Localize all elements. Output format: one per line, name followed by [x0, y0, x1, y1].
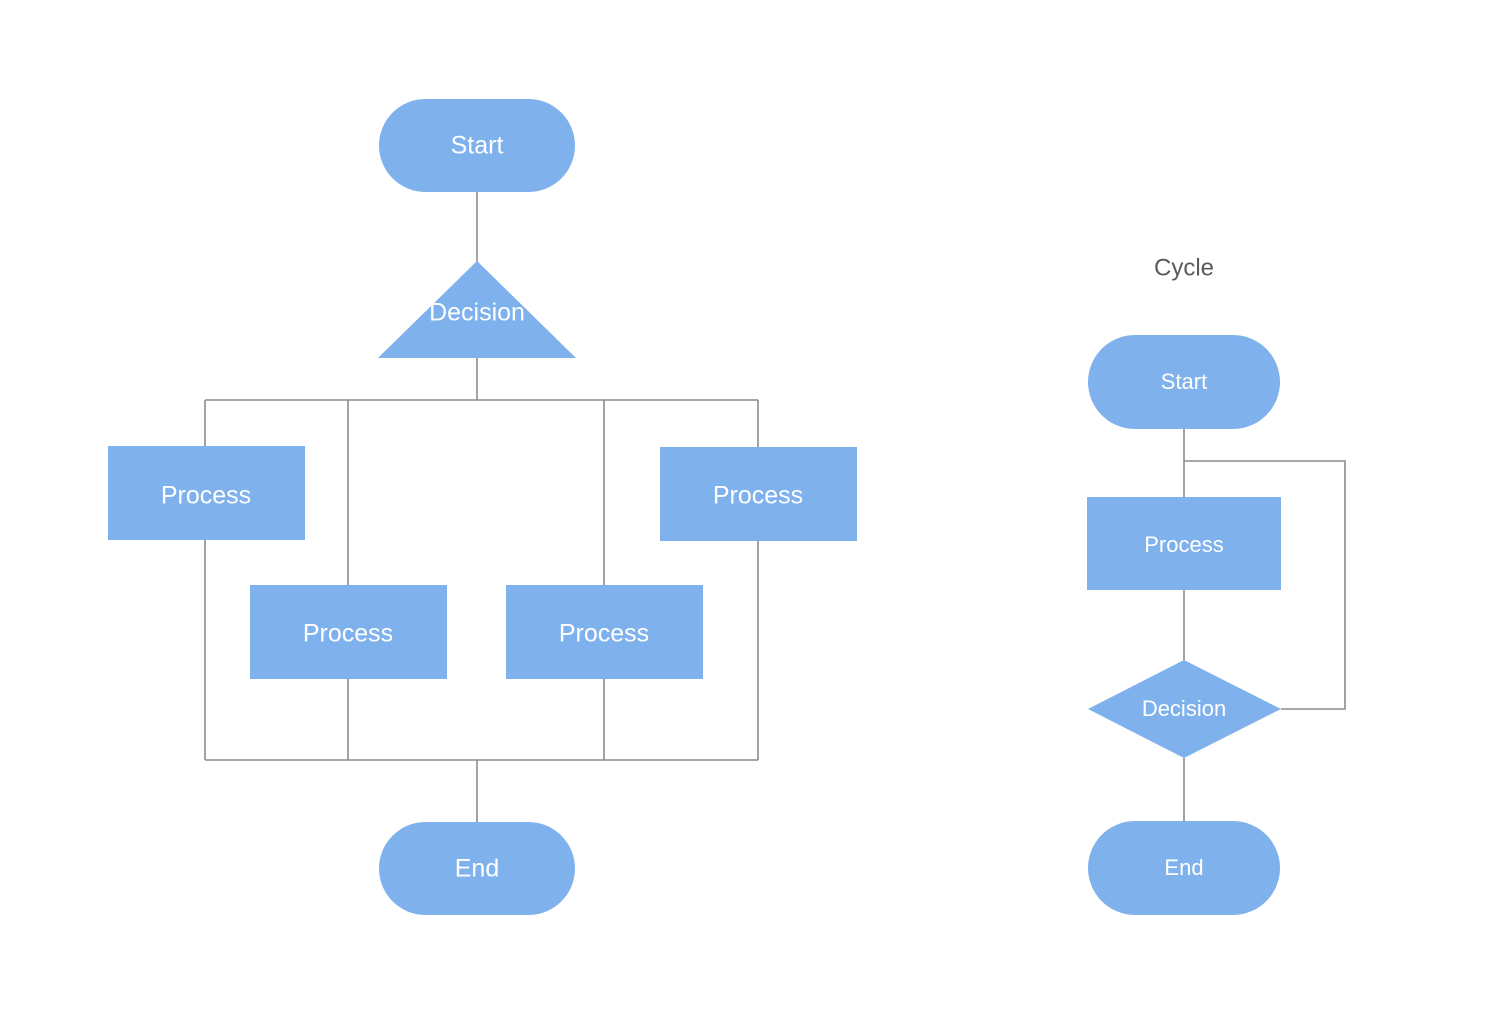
node-cycle-end[interactable]: End — [1088, 821, 1280, 915]
process-2-shape[interactable] — [250, 585, 447, 679]
cycle-start-shape[interactable] — [1088, 335, 1280, 429]
process-1-shape[interactable] — [108, 446, 305, 540]
node-process-1[interactable]: Process — [108, 446, 305, 540]
decision-triangle-shape[interactable] — [378, 261, 576, 358]
main-flowchart: Start Decision Process Process Process — [108, 99, 857, 915]
process-3-shape[interactable] — [506, 585, 703, 679]
cycle-end-shape[interactable] — [1088, 821, 1280, 915]
node-start[interactable]: Start — [379, 99, 575, 192]
node-cycle-start[interactable]: Start — [1088, 335, 1280, 429]
node-cycle-process[interactable]: Process — [1087, 497, 1281, 590]
node-process-4[interactable]: Process — [660, 447, 857, 541]
node-end[interactable]: End — [379, 822, 575, 915]
end-shape[interactable] — [379, 822, 575, 915]
cycle-connectors — [1183, 428, 1346, 822]
cycle-process-shape[interactable] — [1087, 497, 1281, 590]
cycle-title: Cycle — [1154, 254, 1214, 281]
node-process-3[interactable]: Process — [506, 585, 703, 679]
node-cycle-decision[interactable]: Decision — [1088, 660, 1281, 758]
cycle-decision-shape[interactable] — [1088, 660, 1281, 758]
connector-cycle-feedback-loop — [1184, 460, 1346, 710]
start-shape[interactable] — [379, 99, 575, 192]
node-process-2[interactable]: Process — [250, 585, 447, 679]
node-decision[interactable]: Decision — [378, 261, 576, 358]
cycle-flowchart: Cycle Start Process — [1087, 254, 1346, 915]
process-4-shape[interactable] — [660, 447, 857, 541]
